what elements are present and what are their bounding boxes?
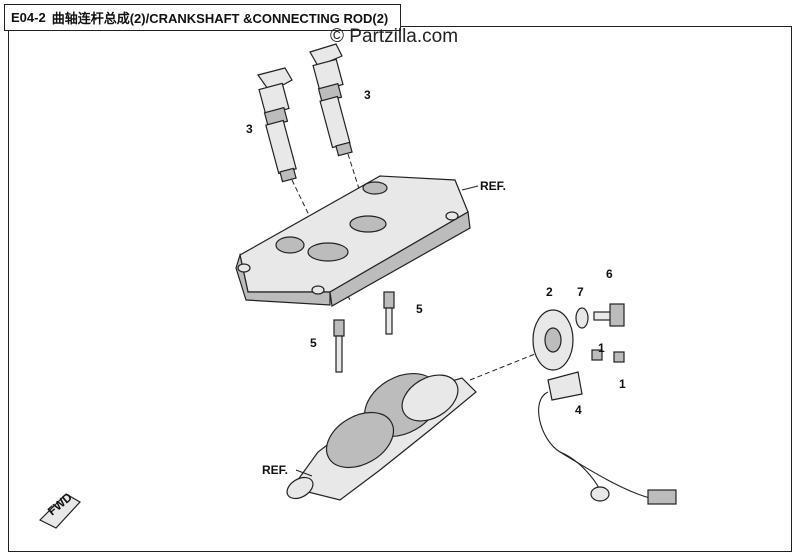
callout-coil-right: 3 bbox=[364, 88, 371, 102]
callout-bolt-small-a: 1 bbox=[598, 341, 605, 355]
bolt-large[interactable] bbox=[593, 303, 625, 327]
diagram-code: E04-2 bbox=[11, 10, 46, 25]
crank-position-sensor[interactable] bbox=[538, 371, 677, 505]
callout-coil-left: 3 bbox=[246, 122, 253, 136]
forward-arrow-icon: FWD bbox=[38, 490, 81, 529]
watermark: © Partzilla.com bbox=[330, 26, 459, 47]
timing-rotor[interactable] bbox=[532, 309, 574, 371]
callout-plug-left: 5 bbox=[310, 336, 317, 350]
washer[interactable] bbox=[575, 307, 589, 329]
diagram-title-text: 曲轴连杆总成(2)/CRANKSHAFT &CONNECTING ROD(2) bbox=[51, 11, 389, 26]
ref-cover: REF. bbox=[480, 179, 506, 193]
bolt-small-a[interactable] bbox=[591, 349, 603, 361]
callout-sensor: 4 bbox=[575, 403, 582, 417]
callout-bolt-small-b: 1 bbox=[619, 377, 626, 391]
spark-plug-left[interactable] bbox=[333, 319, 345, 373]
callout-plug-right: 5 bbox=[416, 302, 423, 316]
ignition-coil-left[interactable] bbox=[257, 67, 297, 183]
cylinder-head-cover[interactable] bbox=[235, 175, 471, 307]
bolt-small-b[interactable] bbox=[613, 351, 625, 363]
diagram-title: E04-2 曲轴连杆总成(2)/CRANKSHAFT &CONNECTING R… bbox=[4, 4, 402, 31]
spark-plug-right[interactable] bbox=[383, 291, 395, 335]
crankshaft[interactable] bbox=[283, 351, 541, 503]
callout-bolt-large: 6 bbox=[606, 267, 613, 281]
ignition-coil-right[interactable] bbox=[309, 43, 353, 157]
callout-sprocket: 2 bbox=[546, 285, 553, 299]
ref-crankshaft: REF. bbox=[262, 463, 288, 477]
callout-washer: 7 bbox=[577, 285, 584, 299]
